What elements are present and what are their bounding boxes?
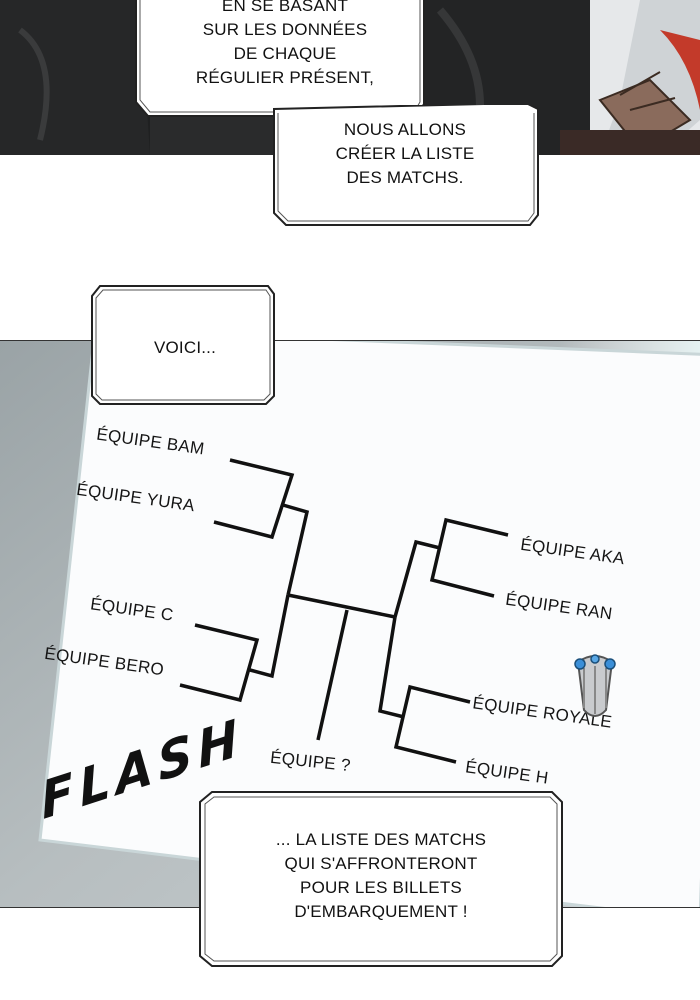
speech-line: RÉGULIER PRÉSENT, [195, 68, 375, 87]
speech-line: EN SE BASANT [221, 0, 349, 15]
speech-box-bottom-frame [199, 791, 563, 967]
speech-line: D'EMBARQUEMENT ! [294, 902, 468, 921]
speech-line: DE CHAQUE [233, 44, 337, 63]
panel-border-top [0, 340, 700, 341]
speech-line: DES MATCHS. [346, 168, 464, 187]
speech-box-bottom: ... LA LISTE DES MATCHS QUI S'AFFRONTERO… [216, 828, 546, 924]
speech-line: NOUS ALLONS [343, 120, 467, 139]
speech-box-voici-frame [91, 285, 275, 405]
speech-line: QUI S'AFFRONTERONT [284, 854, 478, 873]
bracket-lines [179, 458, 509, 764]
speech-line: ... LA LISTE DES MATCHS [275, 830, 487, 849]
speech-line: CRÉER LA LISTE [335, 144, 475, 163]
speech-box-top-right-frame [273, 105, 539, 226]
speech-box-top-left: EN SE BASANT SUR LES DONNÉES DE CHAQUE R… [150, 0, 420, 90]
crown-pin-icon [574, 654, 616, 717]
speech-box-voici: VOICI... [153, 338, 217, 357]
speech-line: SUR LES DONNÉES [202, 20, 368, 39]
speech-line: POUR LES BILLETS [300, 878, 462, 897]
speech-box-top-right: NOUS ALLONS CRÉER LA LISTE DES MATCHS. [290, 118, 520, 190]
